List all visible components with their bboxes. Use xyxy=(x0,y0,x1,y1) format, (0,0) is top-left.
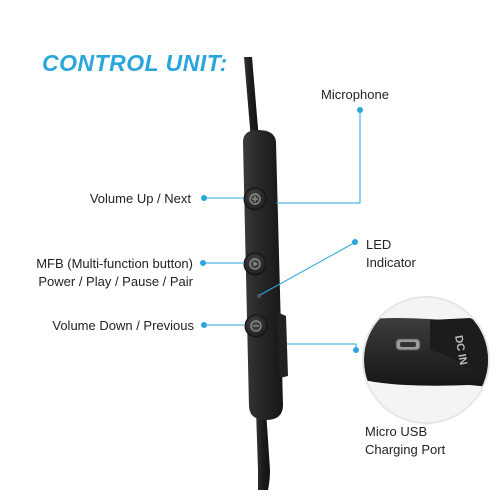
label-volume-down: Volume Down / Previous xyxy=(52,318,194,333)
leader-usb xyxy=(287,343,357,350)
volume-down-button[interactable] xyxy=(244,314,268,338)
leader-microphone xyxy=(276,112,361,204)
label-led: LED Indicator xyxy=(366,236,416,272)
label-microphone: Microphone xyxy=(321,87,389,102)
control-unit-body xyxy=(243,130,283,420)
leader-led xyxy=(259,242,355,296)
volume-up-button[interactable] xyxy=(243,187,267,211)
label-volume-up: Volume Up / Next xyxy=(89,191,191,206)
label-mfb-line1: MFB (Multi-function button) xyxy=(36,256,193,271)
plus-icon xyxy=(249,193,261,205)
label-usb-line1: Micro USB xyxy=(365,424,428,439)
label-usb-line2: Charging Port xyxy=(365,442,446,457)
minus-icon xyxy=(250,320,262,332)
side-port-cover xyxy=(277,312,288,378)
dc-in-label: DC IN xyxy=(452,334,469,366)
usb-port-zoom: DC IN xyxy=(362,296,490,424)
page-title: CONTROL UNIT: xyxy=(42,50,228,76)
label-mfb-line2: Power / Play / Pause / Pair xyxy=(38,274,193,289)
label-led-line1: LED xyxy=(366,237,392,252)
cable-bottom xyxy=(256,410,270,490)
label-usb: Micro USB Charging Port xyxy=(365,423,445,459)
mfb-button[interactable] xyxy=(243,252,267,276)
cable-top xyxy=(244,57,259,140)
leader-dots xyxy=(200,107,363,353)
label-led-line2: Indicator xyxy=(366,255,416,270)
label-mfb: MFB (Multi-function button) Power / Play… xyxy=(36,255,193,291)
play-icon xyxy=(249,258,261,270)
